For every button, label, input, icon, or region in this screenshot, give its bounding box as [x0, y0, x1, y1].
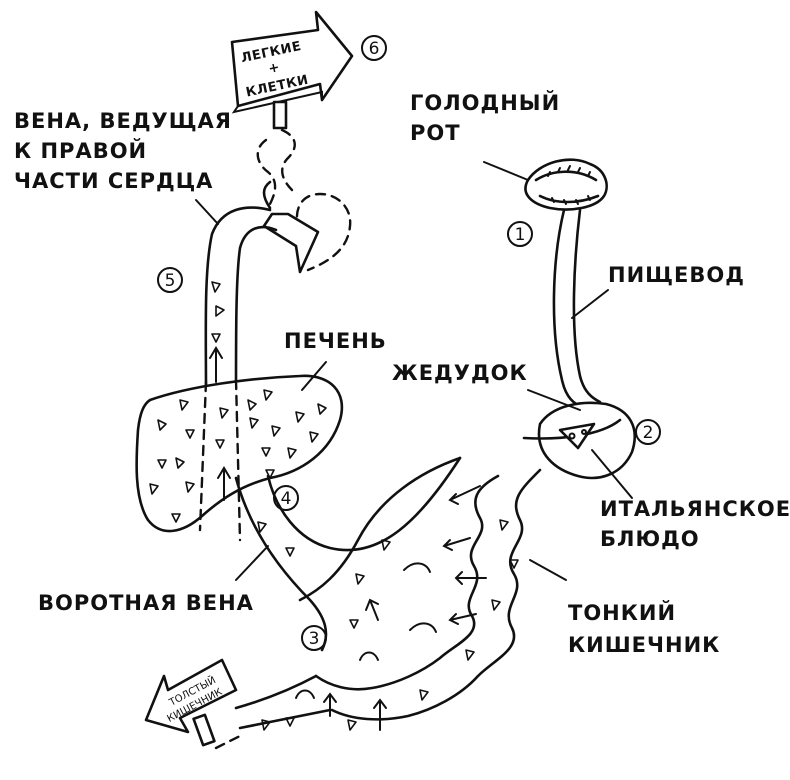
liver — [135, 374, 344, 542]
esophagus — [552, 208, 602, 410]
leader-liver — [301, 361, 327, 391]
step-3: 3 — [301, 625, 327, 651]
label-portal-vein: ВОРОТНАЯ ВЕНА — [38, 591, 254, 615]
step-6: 6 — [361, 35, 387, 61]
vein-to-heart-tube — [204, 180, 278, 394]
step-1: 1 — [507, 221, 533, 247]
leader-portal-vein — [235, 545, 269, 581]
label-vein-to-heart-line2: К ПРАВОЙ — [14, 138, 147, 163]
label-hungry-mouth-line2: РОТ — [410, 121, 461, 145]
heart-arrow — [262, 212, 320, 274]
label-vein-to-heart-line1: ВЕНА, ВЕДУЩАЯ — [14, 109, 232, 133]
svg-text:5: 5 — [165, 271, 176, 291]
step-4: 4 — [273, 485, 299, 511]
small-intestine — [234, 456, 542, 731]
leader-esophagus — [571, 289, 609, 319]
step-5: 5 — [157, 267, 183, 293]
label-small-intestine-line1: ТОНКИЙ — [568, 600, 676, 625]
leader-mouth — [483, 161, 529, 181]
heart-outline — [295, 192, 352, 272]
leader-vein-to-heart — [195, 199, 219, 225]
label-italian-dish-line1: ИТАЛЬЯНСКОЕ — [600, 497, 790, 521]
leader-stomach — [527, 389, 581, 411]
svg-text:4: 4 — [281, 489, 292, 509]
portal-vein — [234, 456, 462, 652]
step-2: 2 — [635, 419, 661, 445]
svg-text:1: 1 — [515, 225, 526, 245]
label-italian-dish-line2: БЛЮДО — [600, 527, 700, 551]
label-liver: ПЕЧЕНЬ — [284, 329, 387, 353]
hungry-mouth — [524, 158, 608, 211]
leader-small-intestine — [529, 559, 567, 581]
svg-text:6: 6 — [369, 39, 380, 59]
label-hungry-mouth-line1: ГОЛОДНЫЙ — [410, 90, 560, 115]
svg-text:3: 3 — [309, 629, 320, 649]
svg-text:2: 2 — [643, 423, 654, 443]
label-vein-to-heart-line3: ЧАСТИ СЕРДЦА — [14, 169, 213, 193]
lungs-cells-signpost: ЛЕГКИЕ + КЛЕТКИ — [230, 10, 354, 130]
label-stomach: ЖЕДУДОК — [392, 361, 528, 385]
large-intestine-signpost: ТОЛСТЫЙ КИШЕЧНИК — [144, 658, 246, 750]
stomach — [522, 401, 637, 480]
signpost-text-line2: + — [267, 60, 281, 77]
label-esophagus: ПИЩЕВОД — [608, 263, 745, 287]
label-small-intestine-line2: КИШЕЧНИК — [568, 633, 720, 657]
leader-dish — [591, 449, 633, 499]
